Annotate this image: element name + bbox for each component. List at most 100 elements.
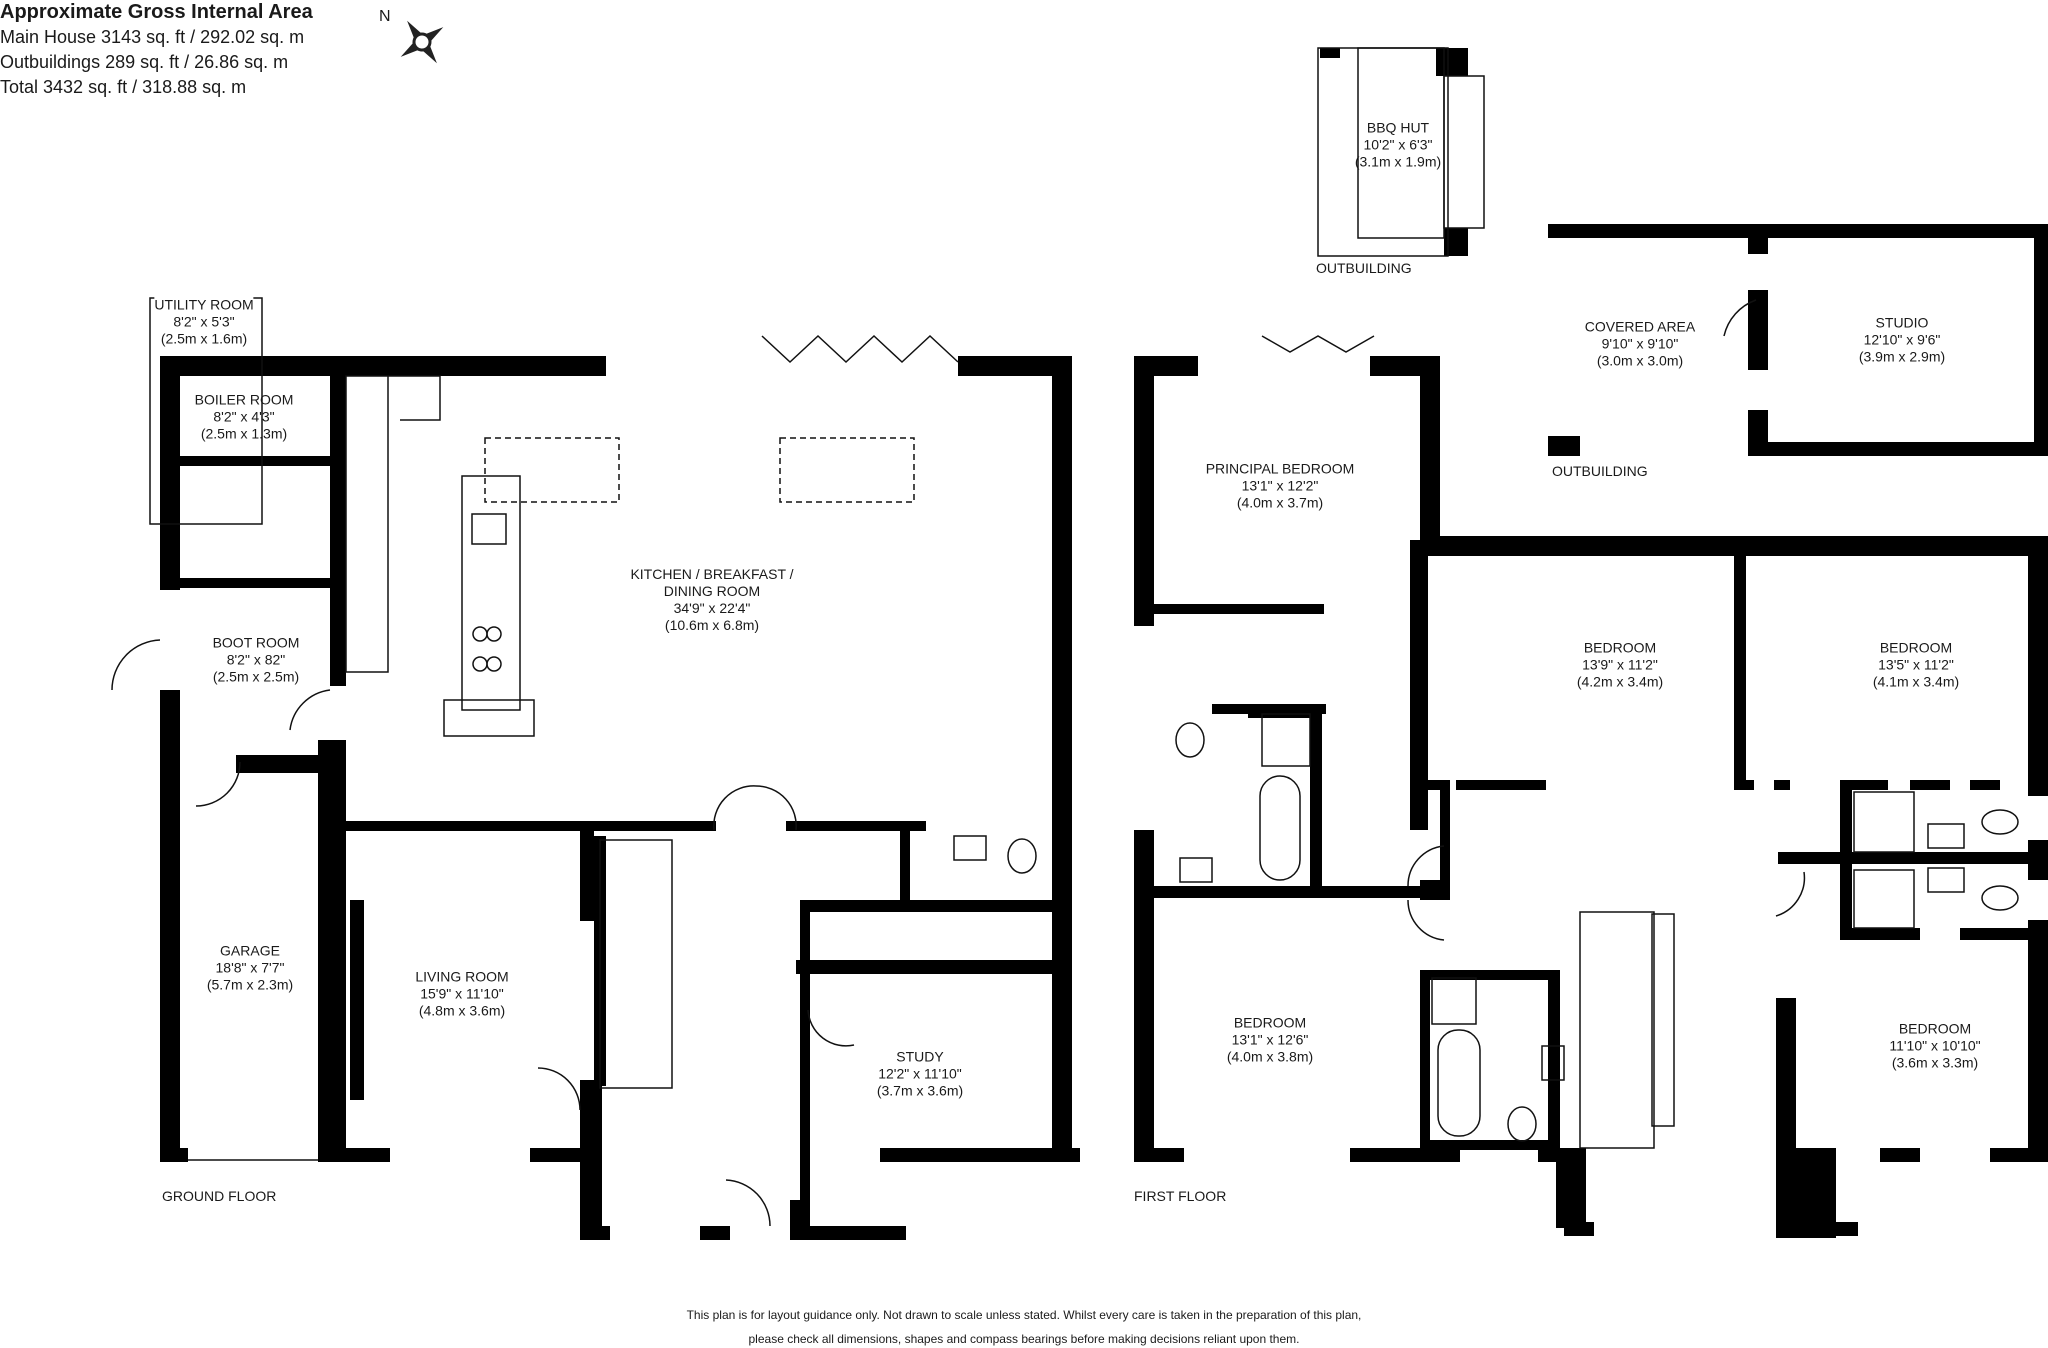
bifold-doors (761, 334, 959, 364)
first-wall (1420, 970, 1430, 1150)
stairs-ground (599, 839, 673, 1089)
studio-wall (1548, 436, 1580, 456)
first-wall (1840, 928, 1920, 940)
shower (1853, 791, 1915, 853)
outbuilding-studio-label: OUTBUILDING (1552, 463, 1648, 479)
disclaimer-line-2: please check all dimensions, shapes and … (748, 1332, 1300, 1346)
first-wall (1424, 970, 1560, 980)
door-arc (1775, 871, 1806, 917)
first-wall (2028, 536, 2048, 796)
wc (1507, 1106, 1537, 1142)
ground-wall (530, 1148, 580, 1162)
bbq-side (1443, 75, 1485, 229)
ground-wall (160, 1148, 188, 1162)
first-wall (1910, 780, 1950, 790)
sink (471, 513, 507, 545)
ground-floor-label: GROUND FLOOR (162, 1188, 277, 1204)
ground-wall (318, 740, 346, 1160)
first-wall (1430, 1140, 1550, 1150)
ground-wall (160, 690, 180, 1160)
kitchen-counter (345, 375, 389, 673)
first-wall (2028, 920, 2048, 1160)
door-arc (755, 785, 797, 831)
studio-wall (2034, 224, 2048, 454)
first-wall (1310, 708, 1322, 888)
studio-wall (1748, 442, 2048, 456)
first-wall (1212, 704, 1326, 714)
first-wall (1778, 852, 2028, 864)
bbq-wall (1436, 48, 1468, 76)
first-wall (2028, 840, 2048, 880)
first-wall (1960, 928, 2040, 940)
skylight (779, 437, 915, 503)
door-arc (195, 761, 241, 807)
ground-wall (900, 821, 910, 901)
stair-rail (1651, 913, 1675, 1127)
first-wall (1420, 356, 1440, 536)
first-wall (1774, 780, 1790, 790)
first-wall (1440, 780, 1450, 900)
studio-wall (1748, 224, 1768, 254)
stairs-first (1579, 911, 1655, 1149)
ground-wall (796, 960, 1052, 974)
ground-wall (790, 1226, 906, 1240)
first-wall (1134, 830, 1154, 1160)
hob-ring (472, 626, 488, 642)
door-arc (289, 689, 331, 731)
ground-wall (376, 1148, 390, 1162)
first-wall (1564, 1222, 1594, 1236)
hob-ring (472, 656, 488, 672)
first-wall (1410, 540, 1428, 830)
ground-wall (958, 356, 1072, 376)
first-wall (1154, 886, 1440, 898)
bifold-doors-first (1261, 335, 1375, 353)
door-arc (725, 1179, 771, 1227)
ground-wall (580, 831, 594, 921)
first-wall (1556, 1148, 1586, 1228)
first-wall (1456, 780, 1546, 790)
first-wall (1734, 780, 1754, 790)
ground-wall (880, 1148, 1080, 1162)
basin (1927, 867, 1965, 893)
island-unit (461, 475, 521, 711)
ground-wall (160, 356, 180, 590)
skylight (484, 437, 620, 503)
basin (1541, 1045, 1565, 1081)
basin (1179, 857, 1213, 883)
first-wall (1350, 1148, 1460, 1162)
hob-ring (486, 626, 502, 642)
bath (1259, 775, 1301, 881)
ground-wall (800, 900, 810, 1240)
total-area: Total 3432 sq. ft / 318.88 sq. m (0, 77, 247, 97)
first-wall (1154, 604, 1324, 614)
bbq-wall (1320, 48, 1340, 58)
door-arc (713, 785, 757, 831)
studio-wall (1748, 290, 1768, 370)
ground-wall (160, 578, 346, 588)
first-floor-label: FIRST FLOOR (1134, 1188, 1227, 1204)
shower (1853, 869, 1915, 929)
ground-wall (330, 356, 346, 686)
stairs-top (388, 375, 441, 421)
first-wall (1420, 880, 1440, 900)
first-wall (1880, 1148, 1920, 1162)
outbuilding-bbq-label: OUTBUILDING (1316, 260, 1412, 276)
basin (1927, 823, 1965, 849)
door-arc (1407, 899, 1445, 941)
area-title: Approximate Gross Internal Area (0, 1, 313, 23)
first-wall (1776, 1148, 1836, 1238)
first-wall (1134, 1148, 1184, 1162)
